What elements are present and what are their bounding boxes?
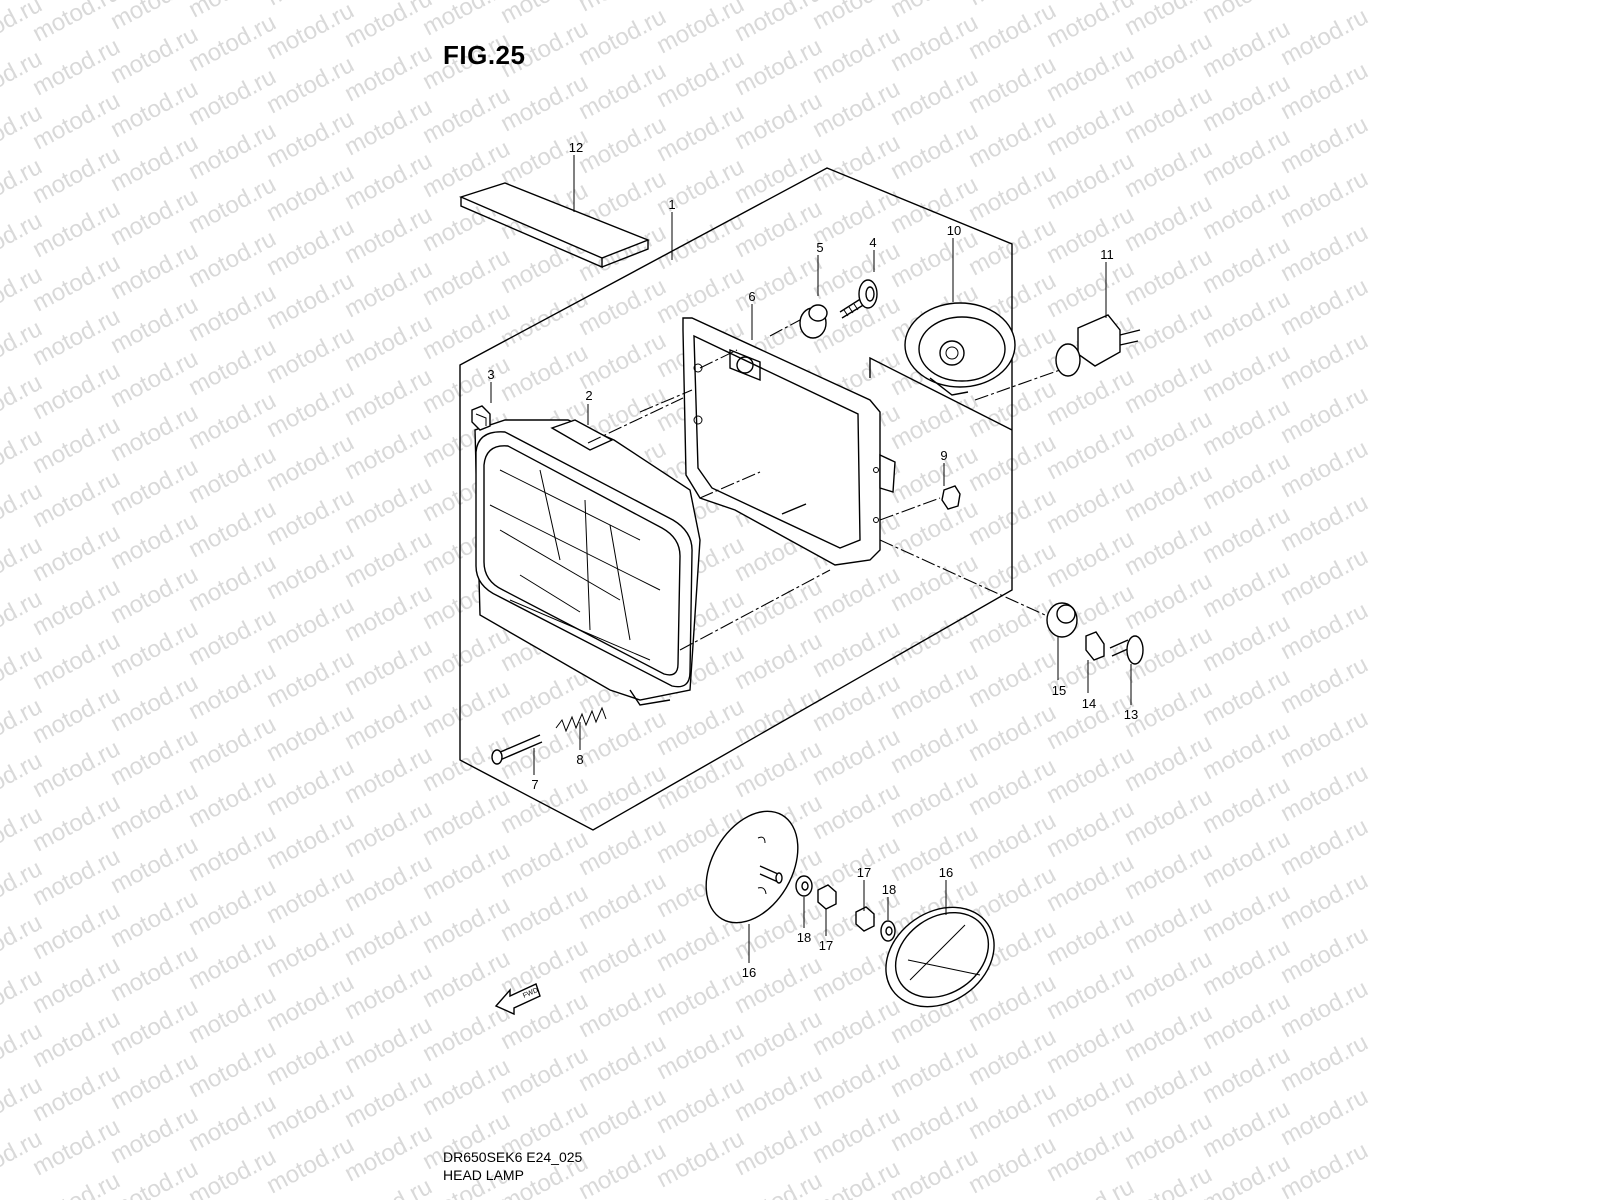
callout-14: 14 <box>1082 696 1096 711</box>
alignment-lines <box>587 319 1061 651</box>
part-screw-4 <box>839 279 878 319</box>
callout-10: 10 <box>947 223 961 238</box>
figure-title: FIG.25 <box>443 40 526 70</box>
part-washer-18-right <box>880 920 896 942</box>
diagram-code: DR650SEK6 E24_025 <box>443 1149 583 1165</box>
callout-2: 2 <box>585 388 592 403</box>
callout-16-left: 16 <box>742 965 756 980</box>
callout-9: 9 <box>940 448 947 463</box>
part-nut-17-left <box>817 884 837 910</box>
part-spring-8 <box>555 706 607 733</box>
callout-18-upper: 18 <box>882 882 896 897</box>
callout-16-right: 16 <box>939 865 953 880</box>
callout-6: 6 <box>748 289 755 304</box>
part-socket-cover <box>904 302 1016 396</box>
callout-17-upper: 17 <box>857 865 871 880</box>
callout-17-lower: 17 <box>819 938 833 953</box>
part-bulb <box>1055 314 1141 377</box>
callout-1: 1 <box>668 197 675 212</box>
part-nut-17-right <box>855 906 875 932</box>
part-clip-nut <box>471 405 491 431</box>
diagram-name: HEAD LAMP <box>443 1167 524 1183</box>
callout-7: 7 <box>531 777 538 792</box>
part-collar-14 <box>1085 631 1105 661</box>
callout-15: 15 <box>1052 683 1066 698</box>
part-clip-9 <box>941 485 961 510</box>
callout-8: 8 <box>576 752 583 767</box>
callout-18-lower: 18 <box>797 930 811 945</box>
diagram-footer: DR650SEK6 E24_025 HEAD LAMP <box>443 1148 582 1184</box>
callout-12: 12 <box>569 140 583 155</box>
part-adjust-screw-7 <box>491 734 543 765</box>
part-grommet <box>799 304 828 339</box>
part-headlamp-unit <box>474 419 701 706</box>
callout-4: 4 <box>869 235 876 250</box>
fwd-arrow-icon: FWD <box>494 983 541 1016</box>
part-headlamp-rim <box>682 317 896 566</box>
part-washer-18-left <box>795 875 813 897</box>
part-cover-16-right <box>885 906 995 1008</box>
part-cover-16-left <box>705 810 799 924</box>
callout-13: 13 <box>1124 707 1138 722</box>
callout-5: 5 <box>816 240 823 255</box>
callout-11: 11 <box>1100 247 1114 262</box>
leader-lines <box>490 155 1132 963</box>
callout-labels: 12 1 4 5 10 6 11 3 2 9 15 14 13 8 7 16 1… <box>487 140 1138 980</box>
assembly-box <box>459 167 1013 831</box>
part-label-plate <box>459 182 650 269</box>
part-grommet-15 <box>1046 602 1078 638</box>
part-bolt-13 <box>1109 635 1144 665</box>
callout-3: 3 <box>487 367 494 382</box>
